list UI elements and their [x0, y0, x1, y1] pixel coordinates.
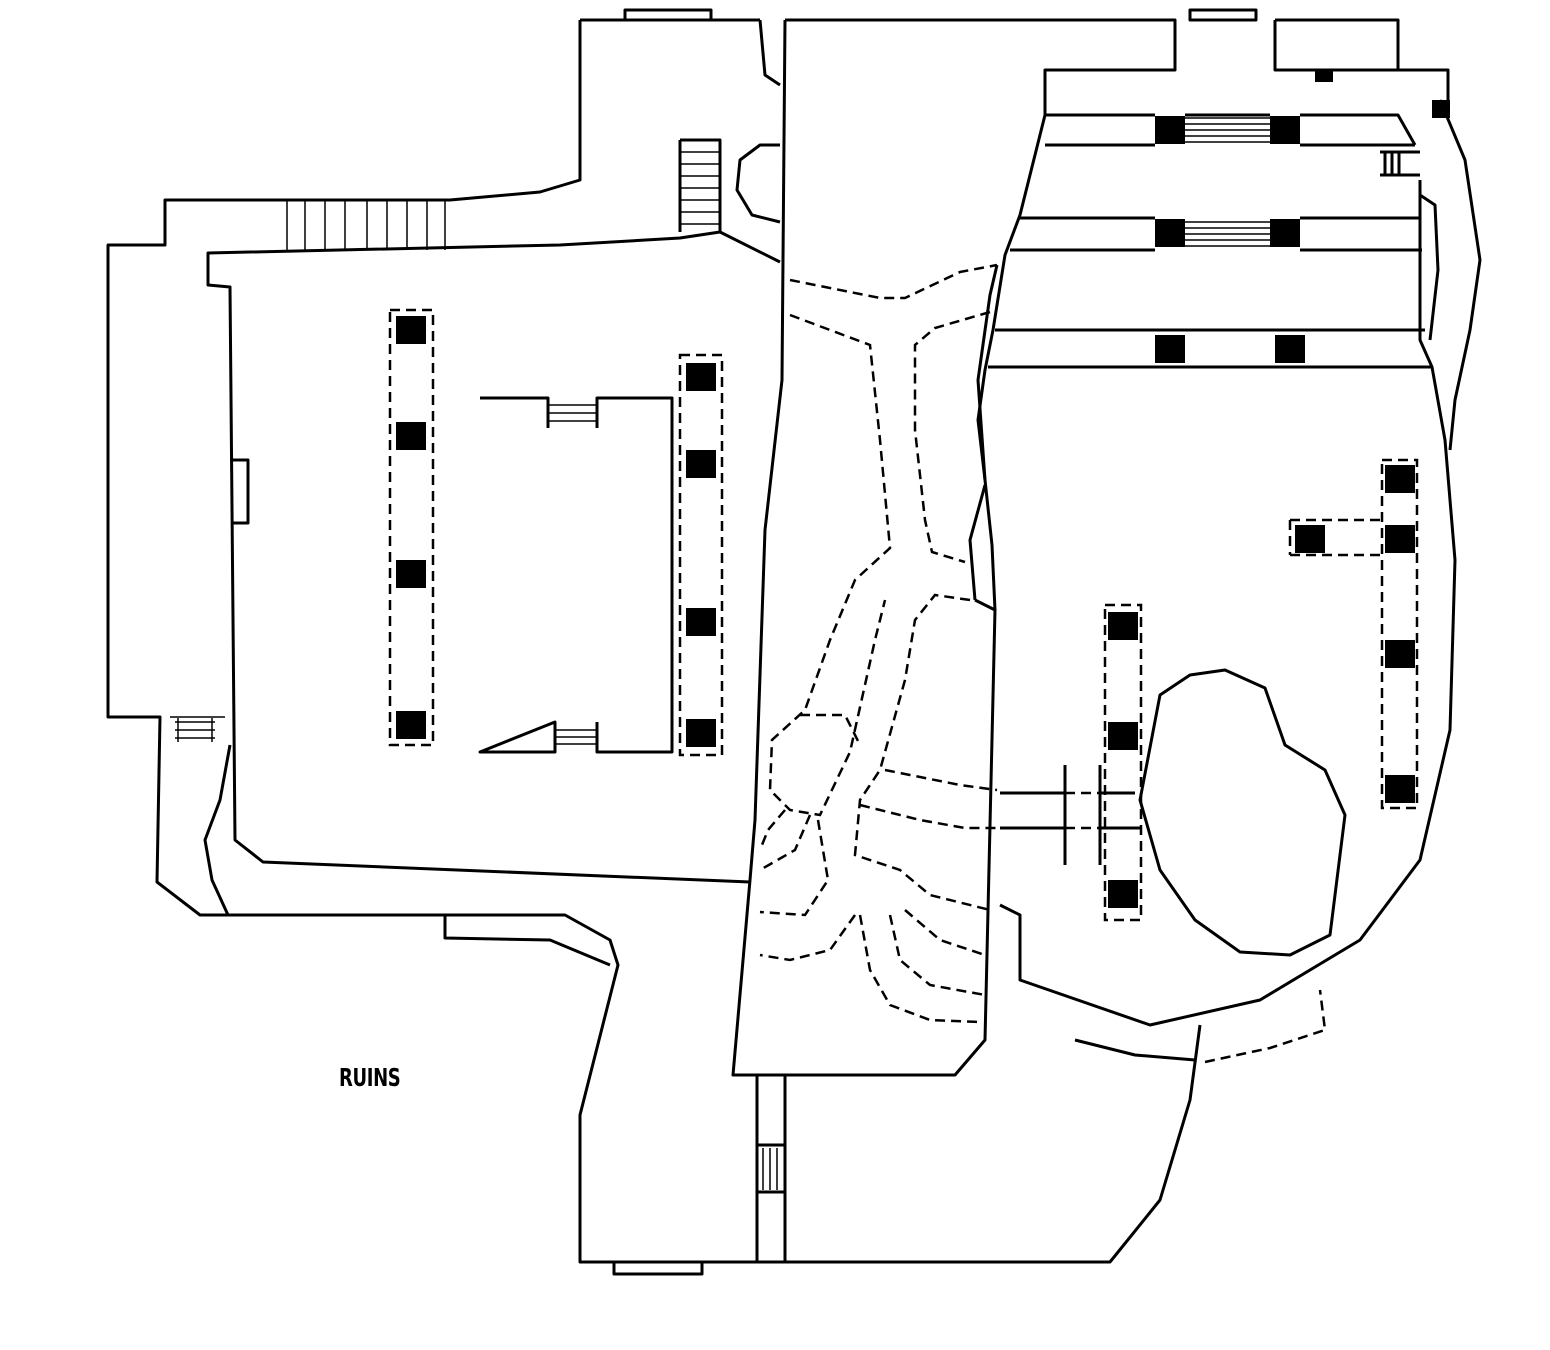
left-building-inner-wall: [206, 230, 781, 884]
pillar: [1155, 116, 1185, 144]
pillar: [1108, 612, 1138, 640]
east-hall-rows: [988, 113, 1432, 369]
pond[interactable]: [1138, 668, 1347, 957]
stairway-north: [678, 138, 722, 232]
alcove: [735, 143, 781, 224]
door-top-right[interactable]: [1188, 8, 1258, 22]
east-curve-outer: [1438, 99, 1482, 451]
bridge-dashes: [1065, 791, 1100, 830]
pillar: [686, 450, 716, 478]
colonnade-center: [678, 353, 724, 757]
small-ladder: [1380, 150, 1420, 177]
pillar: [1108, 722, 1138, 750]
side-niche: [230, 458, 250, 525]
pillar: [1155, 219, 1185, 247]
pillar: [1315, 70, 1333, 82]
west-ladder: [170, 716, 225, 742]
terrain-contours: [758, 263, 998, 1024]
pillar: [1432, 100, 1450, 118]
pillar: [396, 422, 426, 450]
colonnade-east-2: [1380, 458, 1419, 810]
pillar: [1270, 219, 1300, 247]
central-corridor-west-wall: [731, 19, 997, 1077]
south-stair-treads: [762, 1148, 778, 1190]
ruin-passage: [203, 744, 232, 916]
pillar: [686, 608, 716, 636]
north-gap: [758, 19, 781, 87]
pillar: [1385, 775, 1415, 803]
pillar: [396, 560, 426, 588]
pillar: [1275, 335, 1305, 363]
corridor-inner-edge: [968, 484, 987, 601]
pillars: [396, 70, 1450, 908]
pillar: [1155, 335, 1185, 363]
south-step: [443, 915, 611, 967]
central-corridor-east-wall: [976, 264, 999, 611]
central-building[interactable]: [478, 396, 674, 754]
pillar: [1385, 465, 1415, 493]
pillar: [686, 363, 716, 391]
top-wall: [580, 18, 1450, 115]
colonnade-west: [388, 308, 435, 747]
left-building-outer-wall: [106, 20, 1202, 1264]
pillar: [396, 711, 426, 739]
east-inner-wall: [1419, 193, 1440, 341]
top-passage: [1273, 20, 1398, 72]
door-bottom[interactable]: [612, 1260, 704, 1276]
south-stairs: [755, 1075, 787, 1262]
pillar: [396, 316, 426, 344]
pillar: [1270, 116, 1300, 144]
east-hall-east-wall: [999, 180, 1457, 1027]
colonnade-east-2-arm: [1288, 518, 1382, 557]
stairway-north-treads: [680, 151, 720, 225]
pillar: [1385, 525, 1415, 553]
central-building-bottom-stairs: [555, 729, 597, 745]
area-label-ruins: RUINS: [339, 1063, 401, 1092]
north-stairs: [286, 200, 446, 250]
southeast-path-dashed: [1204, 989, 1327, 1064]
central-building-top-stairs: [548, 404, 597, 422]
pillar: [686, 719, 716, 747]
pillar: [1108, 880, 1138, 908]
east-stairs: [1185, 117, 1270, 247]
pillar: [1385, 640, 1415, 668]
southeast-path: [1074, 1038, 1196, 1062]
colonnade-east-1: [1103, 603, 1143, 922]
pillar: [1295, 525, 1325, 553]
east-hall-west-wall: [976, 114, 1047, 481]
bridge[interactable]: [1000, 765, 1140, 865]
